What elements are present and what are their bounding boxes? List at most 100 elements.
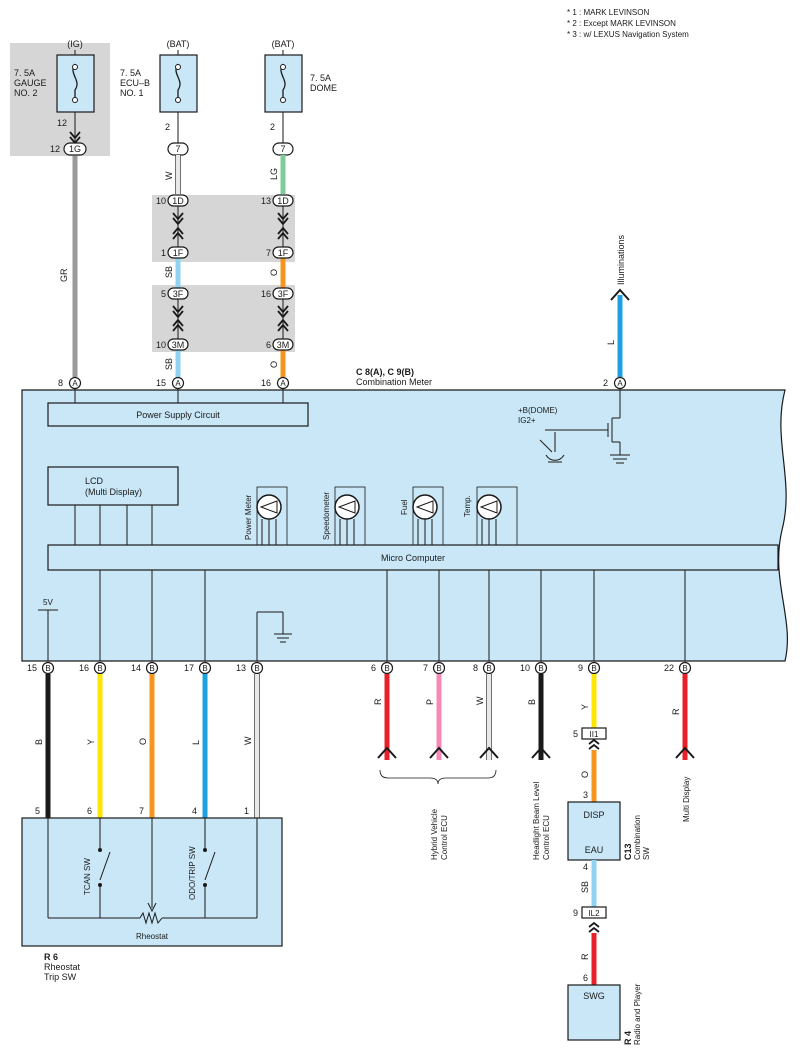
wire-sb-3-label: SB [580, 881, 590, 893]
gauge-speedometer: Speedometer [322, 486, 366, 546]
hv-ecu-label-2: Control ECU [440, 815, 449, 860]
dome-transistor: +B(DOME) IG2+ [518, 389, 630, 464]
fuse-1-name2: NO. 2 [14, 88, 38, 98]
connector-ii1-label: II1 [590, 730, 599, 739]
bpin-3-letter: B [149, 664, 154, 673]
bpin-8-num: 8 [473, 663, 478, 673]
tpin-1-num: 8 [58, 378, 63, 388]
j2-d-pin: 6 [266, 340, 271, 350]
gauge-label-4: Temp. [463, 495, 472, 517]
bpin-1-num: 15 [27, 663, 37, 673]
gauge-power-meter: Power Meter [244, 486, 288, 546]
tpin-4-letter: A [617, 379, 623, 388]
f2-pin: 2 [165, 122, 170, 132]
c13-code: C13 [623, 843, 633, 860]
bpin-9-letter: B [538, 664, 543, 673]
wire-gr-label: GR [59, 268, 69, 282]
junction-connectors-2: 1D 13 1F 7 3F 16 3M 6 [261, 194, 294, 351]
r6-pin-4: 4 [192, 806, 197, 816]
wire-sb-2-label: SB [164, 358, 174, 370]
r4-code: R 4 [623, 1031, 633, 1045]
fuse-2-supply: (BAT) [167, 39, 190, 49]
j1-b-conn: 1F [173, 248, 184, 258]
j2-a-pin: 13 [261, 196, 271, 206]
j1-c-conn: 3F [173, 289, 184, 299]
connector-1g-pin: 12 [50, 144, 60, 154]
meter-name: Combination Meter [356, 377, 432, 387]
wire-w-2-label: W [243, 736, 253, 745]
fuse-3-rating: 7. 5A [310, 73, 331, 83]
radio-player-box [567, 984, 621, 1041]
tpin-3-num: 16 [261, 378, 271, 388]
tcan-sw-label: TCAN SW [83, 858, 92, 895]
wire-o-3-label: O [138, 738, 148, 745]
gauge-label-1: Power Meter [244, 494, 253, 540]
wire-r-3-label: R [580, 953, 590, 960]
bpin-10-letter: B [591, 664, 596, 673]
r6-pin-5: 1 [244, 806, 249, 816]
gauge-label-3: Fuel [400, 499, 409, 515]
bpin-2-num: 16 [79, 663, 89, 673]
bpin-5-num: 13 [236, 663, 246, 673]
tpin-2-num: 15 [156, 378, 166, 388]
connector-il2-pin: 9 [573, 908, 578, 918]
tpin-3-letter: A [280, 379, 286, 388]
fuse-3-name1: DOME [310, 83, 337, 93]
internal-lines: 5V [38, 570, 686, 661]
note-1: * 1 : MARK LEVINSON [567, 8, 649, 17]
bpin-7-num: 7 [423, 663, 428, 673]
fuse-3-supply: (BAT) [272, 39, 295, 49]
fuse-2-name1: ECU–B [120, 78, 150, 88]
bpin-1-letter: B [45, 664, 50, 673]
notes: * 1 : MARK LEVINSON * 2 : Except MARK LE… [567, 8, 689, 39]
bpin-10-num: 9 [578, 663, 583, 673]
r6-name-2: Trip SW [44, 972, 77, 982]
wire-p-1-label: P [425, 699, 435, 705]
meter-code: C 8(A), C 9(B) [356, 367, 414, 377]
j2-c-pin: 16 [261, 289, 271, 299]
connector-7b-label: 7 [280, 144, 285, 154]
j2-d-conn: 3M [277, 340, 290, 350]
junction-connectors-1: 1D 10 1F 1 3F 5 3M 10 [156, 194, 189, 351]
dome-label-2: IG2+ [518, 416, 536, 425]
fuse-ecub-no1: (BAT) 7. 5A ECU–B NO. 1 [120, 39, 198, 113]
r4-name: Radio and Player [633, 983, 642, 1045]
wire-o-2-label: O [269, 361, 279, 368]
c13-pin-3: 3 [583, 790, 588, 800]
r6-pin-3: 7 [139, 806, 144, 816]
hv-brace [379, 769, 497, 785]
bpin-3-num: 14 [131, 663, 141, 673]
j1-a-pin: 10 [156, 196, 166, 206]
dome-label-1: +B(DOME) [518, 406, 558, 415]
tpin-2-letter: A [175, 379, 181, 388]
r6-code: R 6 [44, 952, 58, 962]
r6-pin-1: 5 [35, 806, 40, 816]
bpin-9-num: 10 [520, 663, 530, 673]
note-3: * 3 : w/ LEXUS Navigation System [567, 30, 689, 39]
c13-name-1: Combination [633, 815, 642, 860]
combination-sw-eau: EAU [585, 845, 604, 855]
lcd-label-1: LCD [85, 476, 104, 486]
connector-1g-label: 1G [69, 144, 81, 154]
bpin-5-letter: B [254, 664, 259, 673]
f1-pin: 12 [57, 118, 67, 128]
meter-top-pins: A 8 A 15 A 16 A 2 [58, 376, 627, 390]
rheostat-label: Rheostat [136, 932, 169, 941]
odo-trip-sw-label: ODO/TRIP SW [188, 846, 197, 900]
wire-lg-label: LG [269, 168, 279, 180]
wire-sb-1-label: SB [164, 266, 174, 278]
combination-sw-box [567, 801, 621, 861]
wire-y-2-label: Y [580, 704, 590, 710]
meter-bottom-pins: B15 B16 B14 B17 B13 B6 B7 B8 B10 B9 B22 [27, 661, 692, 675]
radio-swg: SWG [583, 991, 605, 1001]
j2-a-conn: 1D [277, 196, 289, 206]
headlight-label-1: Headlight Beam Level [532, 782, 541, 860]
j1-d-conn: 3M [172, 340, 185, 350]
wire-y-1-label: Y [86, 739, 96, 745]
wire-r-2-label: R [671, 708, 681, 715]
wire-o-1-label: O [269, 269, 279, 276]
bpin-8-letter: B [486, 664, 491, 673]
headlight-label-2: Control ECU [542, 815, 551, 860]
fuse-gauge-no2: (IG) 7. 5A GAUGE NO. 2 [14, 39, 95, 113]
c13-name-2: SW [642, 847, 651, 860]
